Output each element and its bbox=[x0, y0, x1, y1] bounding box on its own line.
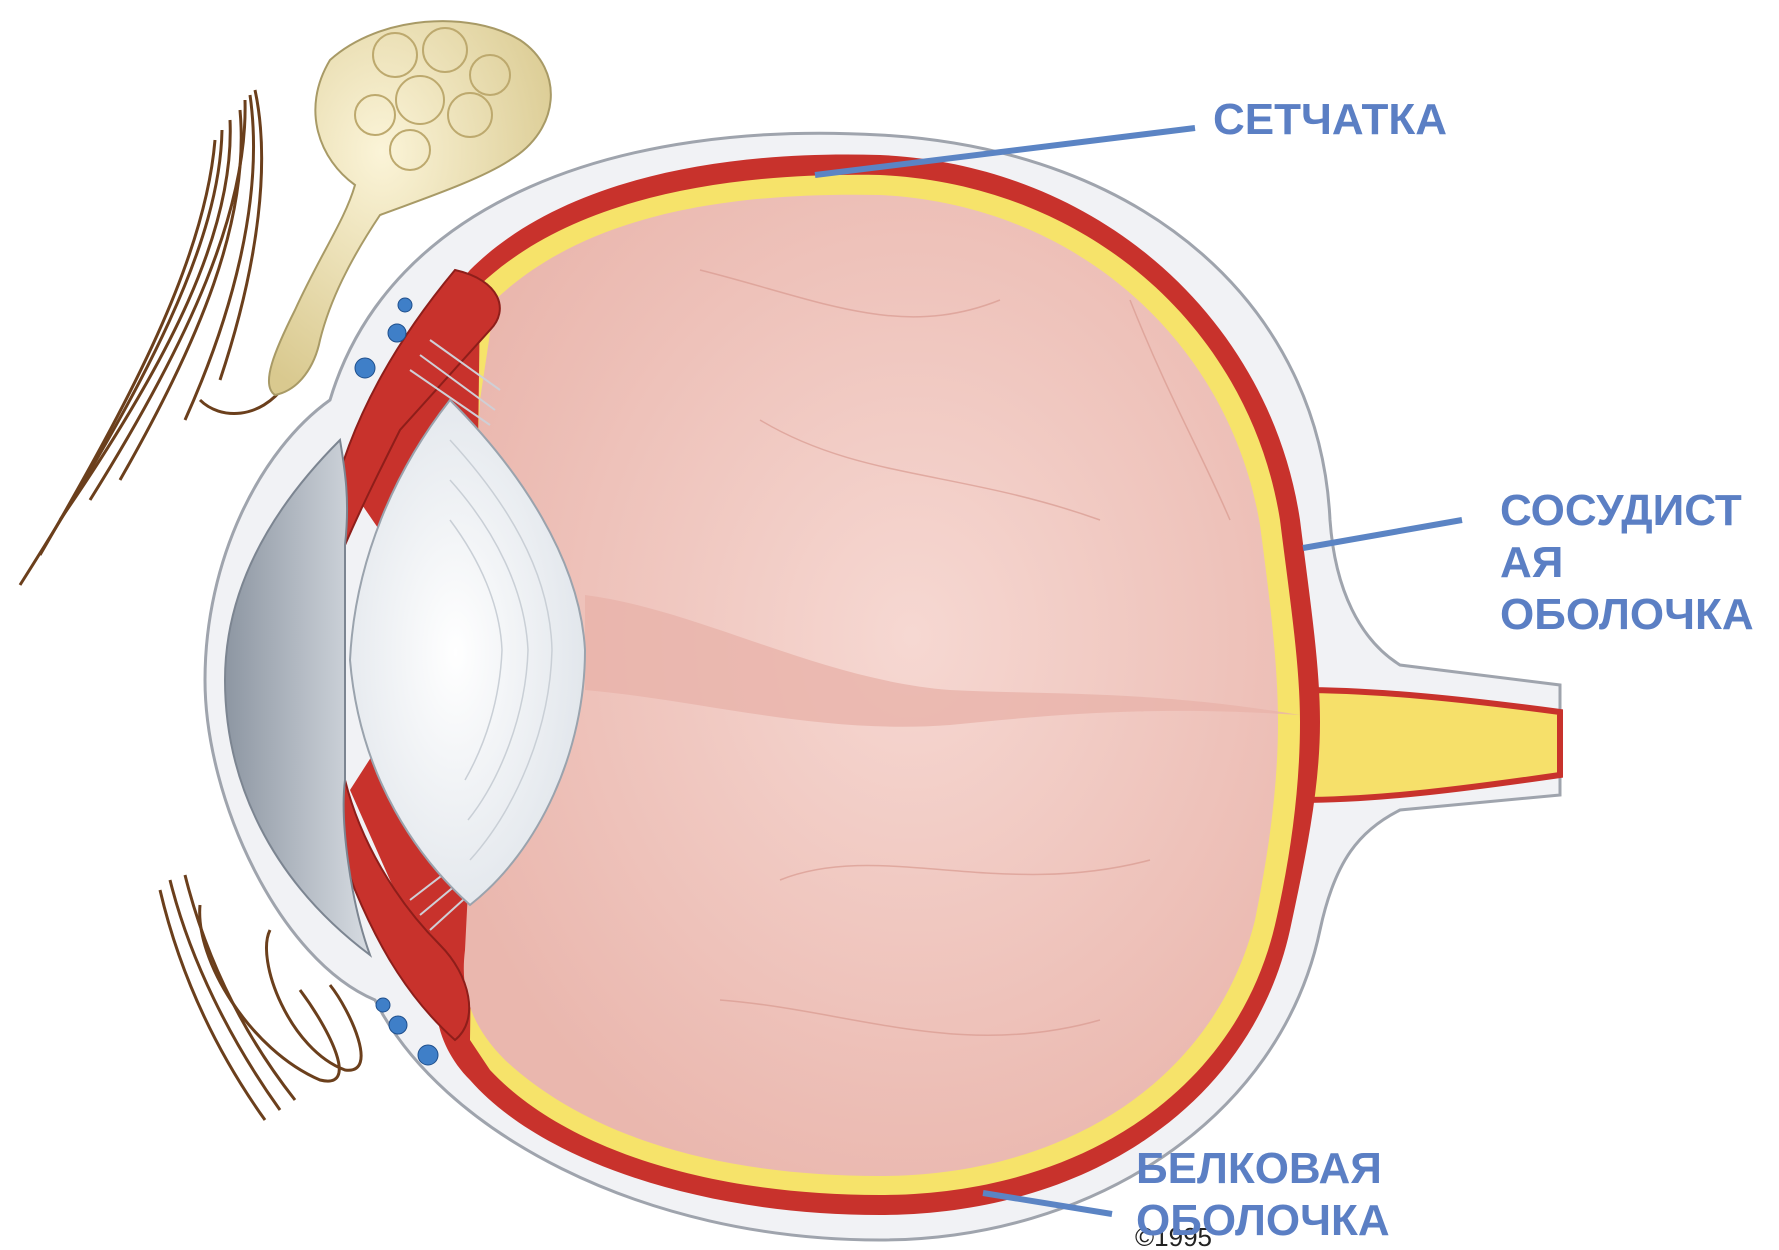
sclera-label: БЕЛКОВАЯ ОБОЛОЧКА bbox=[1136, 1143, 1390, 1247]
choroid-label: СОСУДИСТ АЯ ОБОЛОЧКА bbox=[1500, 485, 1754, 641]
retina-label: СЕТЧАТКА bbox=[1213, 94, 1447, 146]
optic-nerve bbox=[1300, 690, 1560, 800]
